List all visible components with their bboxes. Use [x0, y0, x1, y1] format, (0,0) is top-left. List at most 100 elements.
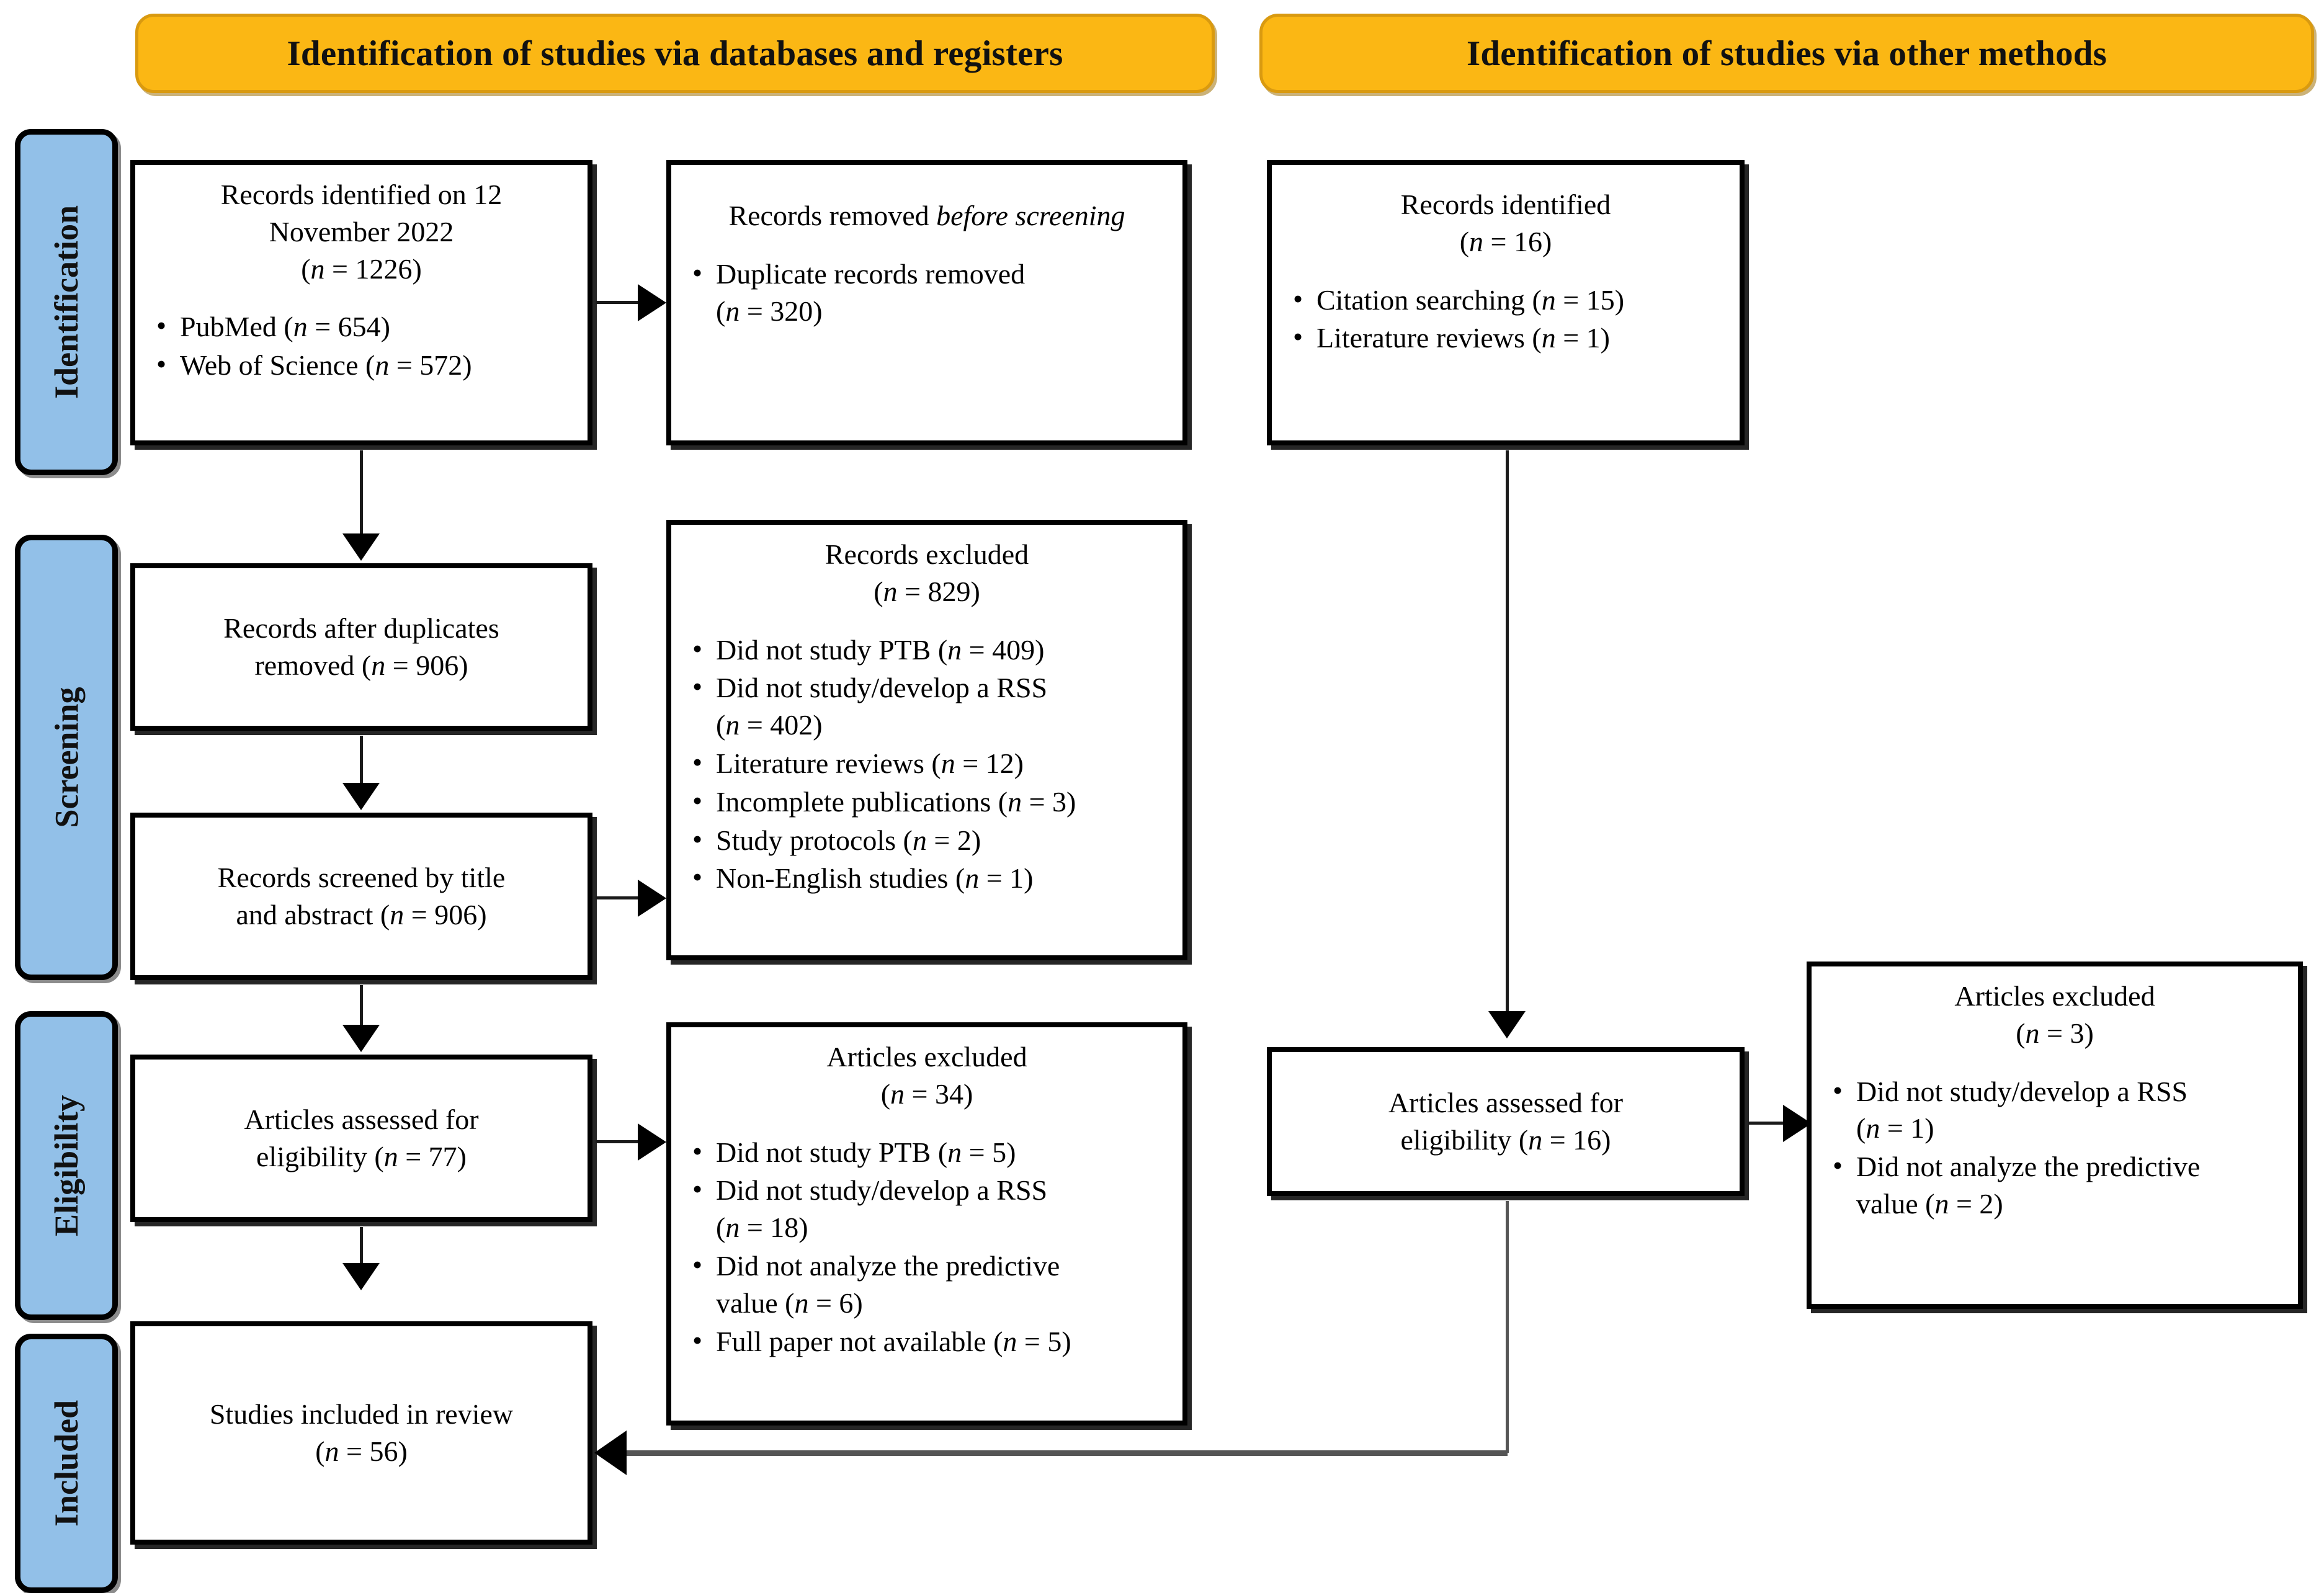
list-item: Web of Science (n = 572): [151, 346, 571, 384]
stage-label-eligibility-text: Eligibility: [48, 1094, 85, 1237]
records-after-duplicates-line1: Records after duplicates: [223, 612, 499, 645]
connector-other-assessed-merge-vertical: [1506, 1201, 1509, 1453]
articles-excluded-db-item-0: Did not study PTB (n = 5): [716, 1136, 1016, 1168]
banner-other-methods: Identification of studies via other meth…: [1259, 14, 2314, 93]
records-excluded-item-0: Did not study PTB (n = 409): [716, 633, 1045, 666]
arrowhead-other-assessed-to-excluded: [1783, 1105, 1812, 1142]
arrowhead-identified-to-after-duplicates: [342, 533, 380, 561]
articles-assessed-db-line1: Articles assessed for: [244, 1104, 479, 1136]
articles-excluded-other-item-1: (n = 1): [1856, 1112, 1934, 1145]
records-excluded-item-6: Non-English studies (n = 1): [716, 862, 1034, 895]
records-excluded-list: Did not study PTB (n = 409) Did not stud…: [687, 630, 1166, 898]
articles-assessed-other-line2: eligibility (n = 16): [1400, 1124, 1611, 1156]
records-after-duplicates-line2: removed (n = 906): [254, 649, 468, 681]
records-excluded-item-3: Literature reviews (n = 12): [716, 747, 1024, 779]
articles-assessed-other-line1: Articles assessed for: [1388, 1087, 1624, 1119]
connector-identified-to-removed: [596, 301, 639, 304]
studies-included-line1: Studies included in review: [209, 1398, 514, 1430]
records-excluded-title: Records excluded: [825, 538, 1029, 570]
articles-excluded-other-count: (n = 3): [2016, 1017, 2094, 1049]
arrowhead-merge-to-studies-included: [594, 1430, 627, 1475]
records-identified-db-item-1: Web of Science (n = 572): [180, 349, 472, 382]
banner-other-methods-label: Identification of studies via other meth…: [1467, 33, 2107, 73]
list-item: Did not study PTB (n = 5): [687, 1133, 1166, 1171]
records-identified-db-title-line1: Records identified on 12: [220, 179, 503, 210]
list-item: Literature reviews (n = 1): [1288, 318, 1723, 357]
list-item: Did not study/develop a RSS (n = 1): [1828, 1072, 2282, 1148]
box-records-screened: Records screened by title and abstract (…: [130, 813, 592, 980]
box-records-after-duplicates-removed: Records after duplicates removed (n = 90…: [130, 563, 592, 731]
records-removed-title: Records removed before screening: [687, 197, 1166, 234]
articles-excluded-db-item-3: Did not analyze the predictive: [716, 1249, 1060, 1282]
list-item: Did not analyze the predictive value (n …: [687, 1246, 1166, 1322]
box-articles-assessed-databases: Articles assessed for eligibility (n = 7…: [130, 1055, 592, 1222]
records-identified-db-item-0: PubMed (n = 654): [180, 311, 390, 343]
arrowhead-after-duplicates-to-screened: [342, 783, 380, 810]
records-identified-db-title-line2: November 2022: [269, 215, 454, 248]
list-item: Study protocols (n = 2): [687, 821, 1166, 859]
arrowhead-assessed-to-studies-included: [342, 1263, 380, 1290]
records-identified-other-count: (n = 16): [1459, 225, 1552, 257]
records-excluded-item-2: (n = 402): [716, 709, 823, 741]
records-screened-line2: and abstract (n = 906): [236, 899, 487, 930]
connector-other-assessed-merge-horizontal: [627, 1450, 1508, 1456]
records-removed-title-plain: Records removed: [728, 200, 937, 231]
articles-excluded-db-count: (n = 34): [880, 1078, 973, 1110]
arrowhead-screened-to-assessed: [342, 1025, 380, 1052]
box-studies-included-in-review: Studies included in review (n = 56): [130, 1321, 592, 1545]
arrowhead-assessed-to-articles-excluded: [638, 1123, 666, 1161]
banner-databases-and-registers: Identification of studies via databases …: [135, 14, 1215, 93]
records-excluded-item-4: Incomplete publications (n = 3): [716, 785, 1076, 818]
records-removed-list: Duplicate records removed (n = 320): [687, 254, 1166, 330]
box-records-identified-databases: Records identified on 12 November 2022 (…: [130, 160, 592, 445]
stage-label-included: Included: [15, 1334, 118, 1593]
list-item: Did not study/develop a RSS (n = 402): [687, 668, 1166, 744]
list-item: Non-English studies (n = 1): [687, 859, 1166, 897]
box-articles-assessed-other-methods: Articles assessed for eligibility (n = 1…: [1267, 1047, 1745, 1196]
list-item: Incomplete publications (n = 3): [687, 782, 1166, 821]
box-records-removed-before-screening: Records removed before screening Duplica…: [666, 160, 1187, 445]
records-identified-other-list: Citation searching (n = 15) Literature r…: [1288, 280, 1723, 357]
list-item: Full paper not available (n = 5): [687, 1322, 1166, 1360]
banner-databases-label: Identification of studies via databases …: [287, 33, 1063, 73]
box-articles-excluded-databases: Articles excluded (n = 34) Did not study…: [666, 1022, 1187, 1426]
articles-excluded-other-item-2: Did not analyze the predictive: [1856, 1151, 2201, 1183]
connector-screened-to-records-excluded: [596, 896, 639, 899]
list-item: Did not analyze the predictive value (n …: [1828, 1147, 2282, 1223]
arrowhead-other-identified-to-assessed: [1488, 1011, 1526, 1038]
connector-assessed-to-studies-included: [360, 1227, 363, 1265]
articles-excluded-other-item-3: value (n = 2): [1856, 1187, 2003, 1220]
connector-screened-to-assessed: [360, 985, 363, 1029]
articles-excluded-db-title: Articles excluded: [826, 1041, 1027, 1073]
stage-label-identification-text: Identification: [48, 205, 86, 399]
connector-other-identified-to-assessed: [1506, 450, 1509, 1015]
list-item: PubMed (n = 654): [151, 307, 571, 346]
articles-excluded-other-item-0: Did not study/develop a RSS: [1856, 1075, 2188, 1107]
list-item: Did not study PTB (n = 409): [687, 630, 1166, 669]
stage-label-included-text: Included: [48, 1399, 85, 1527]
box-articles-excluded-other-methods: Articles excluded (n = 3) Did not study/…: [1807, 962, 2303, 1309]
articles-excluded-other-title: Articles excluded: [1954, 980, 2155, 1012]
articles-assessed-db-line2: eligibility (n = 77): [256, 1141, 467, 1172]
arrowhead-identified-to-removed: [638, 284, 666, 321]
articles-excluded-db-item-5: Full paper not available (n = 5): [716, 1325, 1071, 1357]
list-item: Citation searching (n = 15): [1288, 280, 1723, 319]
records-excluded-item-1: Did not study/develop a RSS: [716, 672, 1048, 704]
articles-excluded-other-list: Did not study/develop a RSS (n = 1) Did …: [1828, 1072, 2282, 1223]
records-identified-db-count: (n = 1226): [301, 252, 422, 285]
connector-identified-to-after-duplicates: [360, 450, 363, 537]
box-records-identified-other-methods: Records identified (n = 16) Citation sea…: [1267, 160, 1745, 445]
stage-label-identification: Identification: [15, 129, 118, 475]
stage-label-eligibility: Eligibility: [15, 1011, 118, 1320]
records-removed-title-italic: before screening: [936, 200, 1125, 231]
articles-excluded-db-item-2: (n = 18): [716, 1211, 808, 1244]
articles-excluded-db-list: Did not study PTB (n = 5) Did not study/…: [687, 1133, 1166, 1360]
list-item: Did not study/develop a RSS (n = 18): [687, 1171, 1166, 1246]
list-item: Literature reviews (n = 12): [687, 744, 1166, 782]
records-identified-other-item-0: Citation searching (n = 15): [1316, 283, 1625, 316]
box-records-excluded: Records excluded (n = 829) Did not study…: [666, 520, 1187, 960]
records-screened-line1: Records screened by title: [217, 862, 506, 894]
records-removed-item-line1: Duplicate records removed: [716, 257, 1026, 290]
records-removed-item-line2: (n = 320): [716, 295, 823, 327]
